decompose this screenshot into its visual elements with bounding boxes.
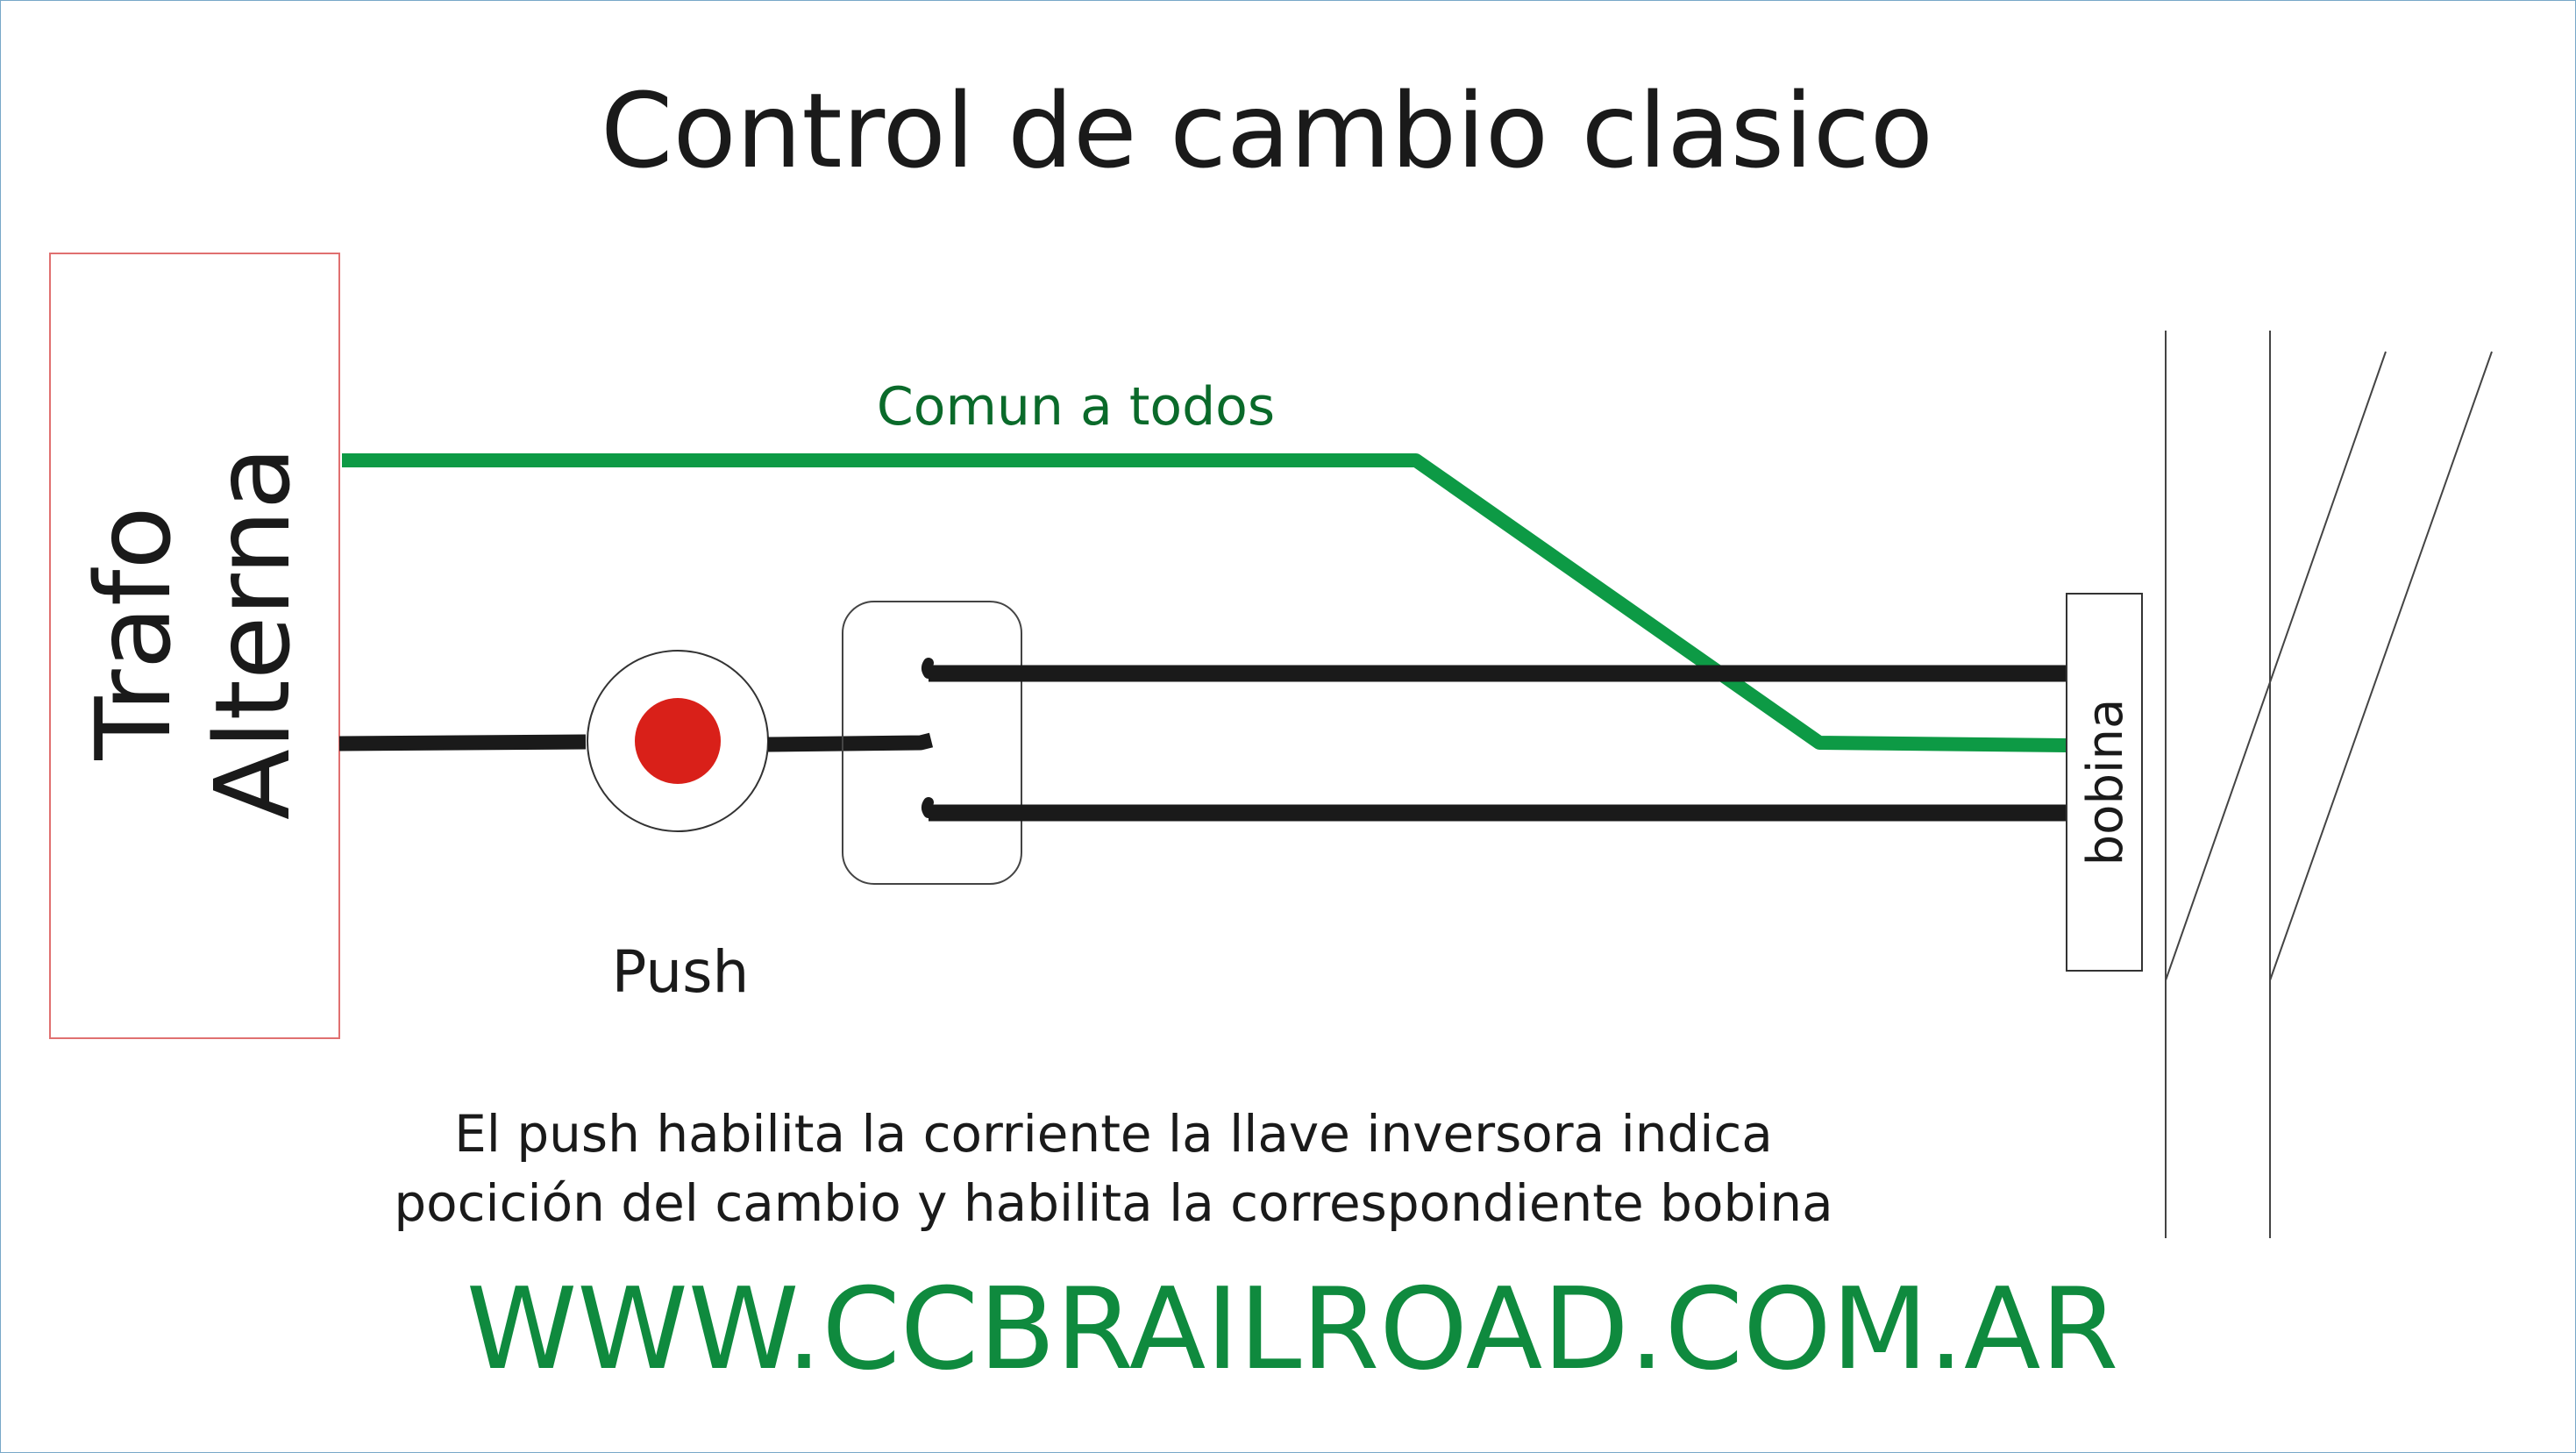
common-wire-label: Comun a todos: [877, 376, 1275, 438]
description-line-2: pocición del cambio y habilita la corres…: [394, 1173, 1832, 1233]
reversing-switch: [842, 601, 1022, 885]
push-to-switch-wire: [767, 732, 934, 752]
common-wire: [342, 453, 2067, 752]
trafo-to-push-wire: [338, 734, 587, 751]
coil-box: [2066, 593, 2143, 972]
switch-contact-1: [922, 658, 934, 679]
diagram-title: Control de cambio clasico: [601, 70, 1933, 191]
website-url: WWW.CCBRAILROAD.COM.AR: [466, 1264, 2119, 1395]
trafo-box: [49, 253, 340, 1039]
trafo-label-line1: Trafo: [73, 506, 194, 760]
coil-label: bobina: [2077, 699, 2134, 866]
turnout-rail-left: [2165, 351, 2387, 981]
push-label: Push: [612, 938, 750, 1006]
switch-contact-2: [922, 797, 934, 818]
trafo-label-line2: Alterna: [192, 446, 313, 820]
push-button-red-cap: [635, 698, 721, 784]
turnout-rail-right: [2269, 351, 2493, 981]
description-line-1: El push habilita la corriente la llave i…: [454, 1104, 1773, 1164]
